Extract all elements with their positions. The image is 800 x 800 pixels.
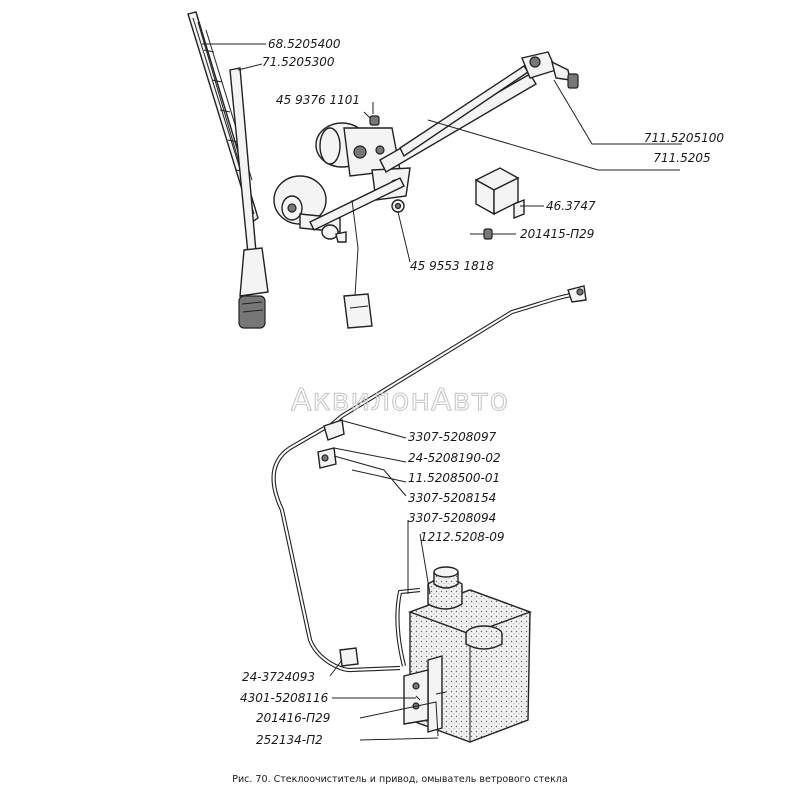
watermark: АквилонАвто [291, 383, 509, 418]
label-relay-screw: 201415-П29 [520, 227, 594, 241]
label-pump: 1212.5208-09 [420, 530, 505, 544]
motor-cable [343, 199, 373, 329]
washer-hose-upper [328, 285, 587, 428]
label-bracket: 4301-5208116 [240, 691, 329, 705]
nut [391, 199, 405, 213]
screw-top [363, 111, 380, 126]
label-hose-jet-b: 3307-5208154 [408, 491, 496, 505]
label-nut: 45 9553 1818 [410, 259, 494, 273]
label-motor-assembly: 711.5205 [653, 151, 710, 165]
label-clip: 24-3724093 [242, 670, 315, 684]
leader-lines [202, 43, 682, 741]
label-wiper-blade: 68.5205400 [268, 37, 341, 51]
label-washer: 252134-П2 [256, 733, 323, 747]
label-drive-linkage: 711.5205100 [644, 131, 725, 145]
label-hose-jet-a: 3307-5208097 [408, 430, 497, 444]
label-jet-holder: 24-5208190-02 [408, 451, 501, 465]
wiper-arm [229, 67, 269, 329]
washer-hose-pump [395, 587, 421, 667]
figure-caption: Рис. 70. Стеклоочиститель и привод, омыв… [232, 774, 567, 785]
washer-jet [317, 419, 385, 471]
label-wiper-arm: 71.5205300 [262, 55, 335, 69]
label-bracket-screw: 201416-П29 [256, 711, 330, 725]
relay-screw [470, 228, 493, 240]
washer-hose-long [271, 424, 401, 673]
label-screw-top: 45 9376 1101 [276, 93, 360, 107]
label-hose-pump: 3307-5208094 [408, 511, 496, 525]
hose-clip [339, 647, 359, 667]
relay [474, 167, 525, 220]
label-jet: 11.5208500-01 [408, 471, 500, 485]
drive-linkage [309, 51, 579, 231]
washer-pump [427, 566, 463, 610]
label-relay: 46.3747 [546, 199, 596, 213]
